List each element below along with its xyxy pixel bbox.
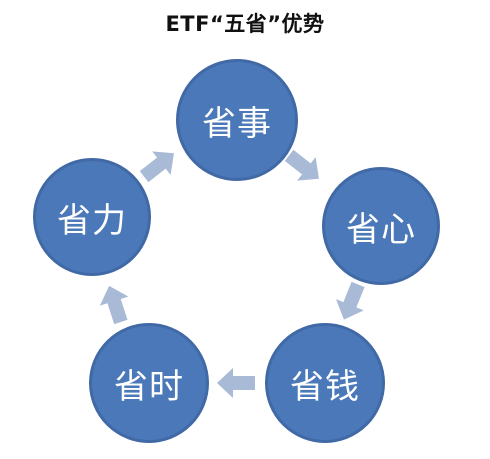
node-label: 省时 bbox=[114, 366, 184, 407]
node-label: 省心 bbox=[346, 209, 416, 250]
node-shengli: 省力 bbox=[33, 158, 151, 276]
arrow-icon bbox=[139, 151, 174, 183]
arrow-icon bbox=[335, 281, 365, 320]
node-shengqian: 省钱 bbox=[265, 323, 385, 443]
arrow-icon bbox=[217, 368, 255, 398]
arrow-icon bbox=[99, 285, 129, 325]
node-shengshi: 省事 bbox=[176, 59, 298, 181]
node-shengshi2: 省时 bbox=[89, 323, 209, 443]
node-label: 省力 bbox=[57, 200, 127, 241]
diagram-title: ETF“五省”优势 bbox=[165, 12, 325, 36]
node-label: 省钱 bbox=[290, 366, 360, 407]
node-shengxin: 省心 bbox=[322, 167, 440, 285]
node-label: 省事 bbox=[202, 103, 272, 144]
arrow-icon bbox=[284, 149, 319, 181]
